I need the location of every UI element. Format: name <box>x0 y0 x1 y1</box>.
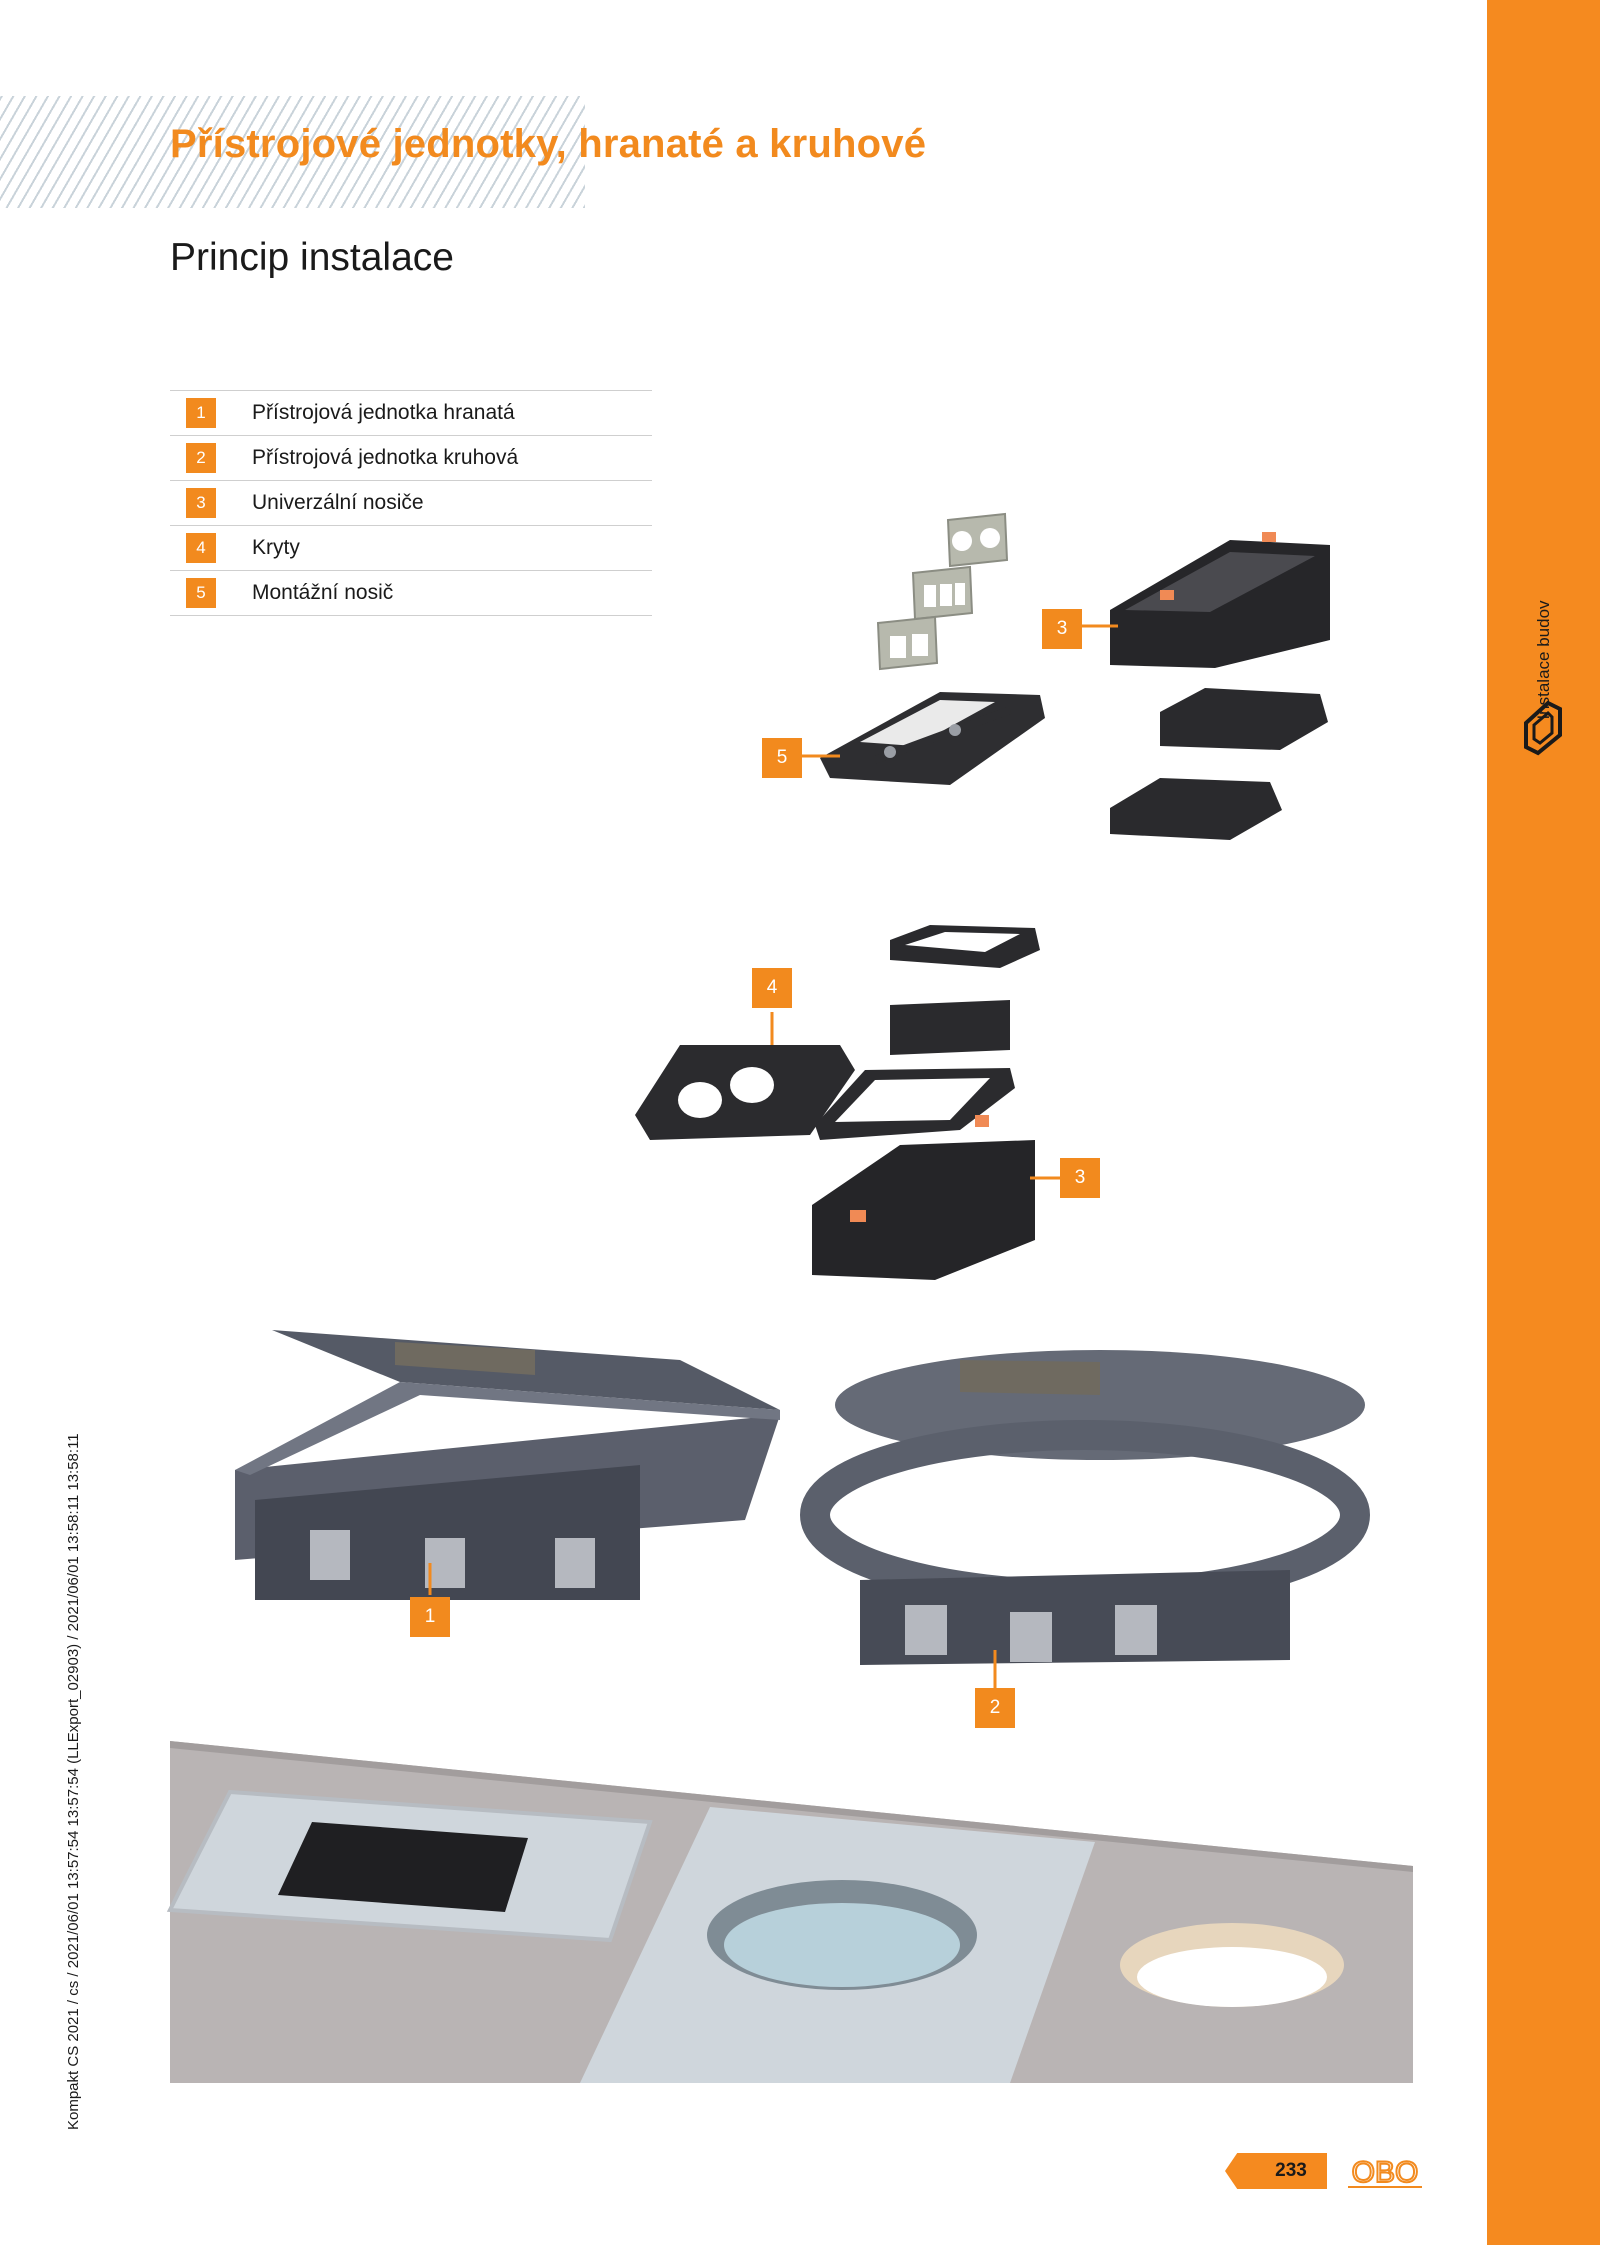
page-number-tab <box>1225 2153 1327 2189</box>
sidebar-section-label: Instalace budov <box>1534 600 1553 720</box>
legend-item: 2 Přístrojová jednotka kruhová <box>170 435 652 480</box>
legend-number: 2 <box>186 443 216 473</box>
legend-item: 4 Kryty <box>170 525 652 570</box>
round-device-unit <box>800 1350 1370 1665</box>
legend-number: 4 <box>186 533 216 563</box>
callout-universal-carrier-top: 3 <box>1042 609 1082 649</box>
cover-frames-top <box>1110 688 1328 840</box>
obo-logo-text: OBO <box>1352 2156 1419 2189</box>
exploded-cover-parts <box>635 925 1040 1140</box>
legend-label: Přístrojová jednotka hranatá <box>252 401 515 424</box>
callout-round-unit: 2 <box>975 1688 1015 1728</box>
universal-carrier-middle <box>812 1115 1035 1280</box>
building-installation-icon <box>1524 700 1562 756</box>
callout-square-unit: 1 <box>410 1597 450 1637</box>
page-title: Přístrojové jednotky, hranaté a kruhové <box>170 122 927 166</box>
installation-illustration <box>166 512 1413 2083</box>
callout-mounting-carrier: 5 <box>762 738 802 778</box>
legend-item: 5 Montážní nosič <box>170 570 652 616</box>
legend-number: 3 <box>186 488 216 518</box>
legend-label: Přístrojová jednotka kruhová <box>252 446 519 469</box>
square-device-unit <box>235 1330 780 1600</box>
mounting-carrier <box>820 692 1045 785</box>
legend-item: 3 Univerzální nosiče <box>170 480 652 525</box>
socket-inserts <box>876 512 1009 671</box>
callout-universal-carrier-middle: 3 <box>1060 1158 1100 1198</box>
print-metadata-text: Kompakt CS 2021 / cs / 2021/06/01 13:57:… <box>65 1433 82 2130</box>
floor-installation-scene <box>166 1741 1413 2083</box>
page-number: 233 <box>1275 2160 1307 2181</box>
universal-carrier-top <box>1110 532 1330 668</box>
header-hatch-pattern <box>0 96 585 208</box>
page-subtitle: Princip instalace <box>170 236 454 279</box>
legend-label: Univerzální nosiče <box>252 491 424 514</box>
legend-item: 1 Přístrojová jednotka hranatá <box>170 390 652 435</box>
legend-number: 5 <box>186 578 216 608</box>
obo-logo: OBO <box>1348 2155 1422 2190</box>
parts-legend: 1 Přístrojová jednotka hranatá 2 Přístro… <box>170 390 652 616</box>
legend-label: Kryty <box>252 536 300 559</box>
legend-number: 1 <box>186 398 216 428</box>
legend-label: Montážní nosič <box>252 581 394 604</box>
section-sidebar <box>1487 0 1600 2245</box>
callout-covers: 4 <box>752 968 792 1008</box>
